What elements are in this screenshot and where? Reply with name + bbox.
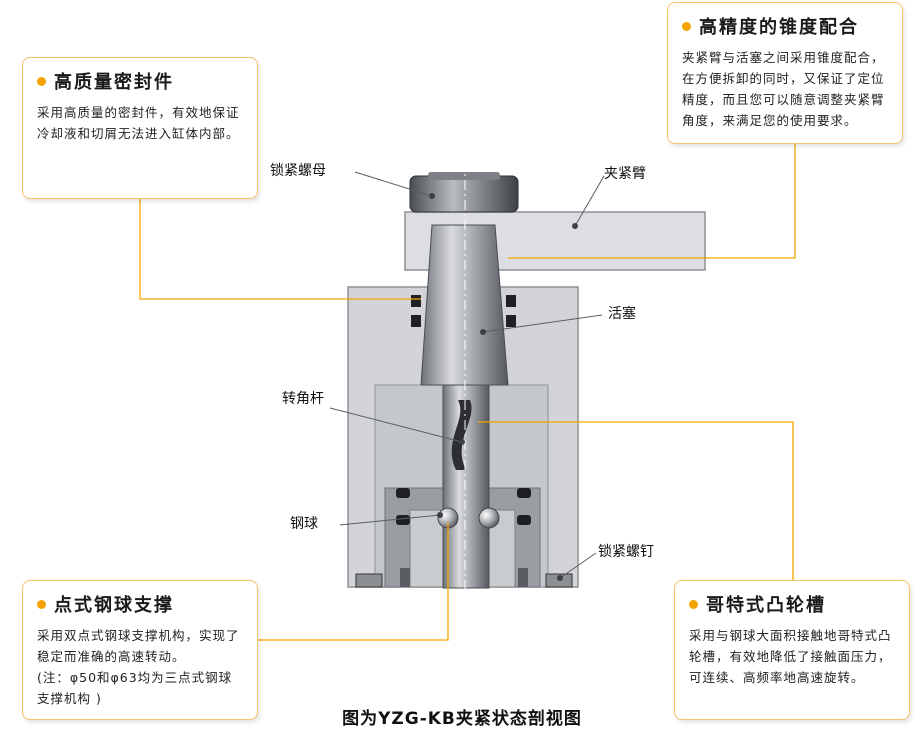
gray-leaders xyxy=(329,171,605,579)
label-lock-screw: 锁紧螺钉 xyxy=(598,544,654,560)
cam-groove xyxy=(451,400,472,470)
orange-leaders xyxy=(139,140,796,641)
bullet-dot-icon xyxy=(37,76,46,86)
callout-taper-title: 高精度的锥度配合 xyxy=(682,13,888,39)
callout-seal-body: 采用高质量的密封件，有效地保证冷却液和切屑无法进入缸体内部。 xyxy=(37,105,240,141)
callout-cam-body: 采用与钢球大面积接触地哥特式凸轮槽，有效地降低了接触面压力，可连续、高频率地高速… xyxy=(689,628,892,685)
callout-ball-title: 点式钢球支撑 xyxy=(37,591,243,617)
bullet-dot-icon xyxy=(682,21,691,31)
bullet-dot-icon xyxy=(689,599,698,609)
leader-dots xyxy=(429,193,578,581)
callout-cam: 哥特式凸轮槽 采用与钢球大面积接触地哥特式凸轮槽，有效地降低了接触面压力，可连续… xyxy=(674,580,910,720)
label-lock-nut: 锁紧螺母 xyxy=(270,163,326,179)
callout-cam-title: 哥特式凸轮槽 xyxy=(689,591,895,617)
bullet-dot-icon xyxy=(37,599,46,609)
callout-seal-title: 高质量密封件 xyxy=(37,68,243,94)
steel-ball-right xyxy=(478,507,500,529)
figure-caption: 图为YZG-KB夹紧状态剖视图 xyxy=(342,709,582,729)
callout-ball: 点式钢球支撑 采用双点式钢球支撑机构，实现了稳定而准确的高速转动。 (注：φ50… xyxy=(22,580,258,720)
label-steel-ball: 钢球 xyxy=(290,516,318,532)
lower-seals xyxy=(396,488,531,525)
callout-taper: 高精度的锥度配合 夹紧臂与活塞之间采用锥度配合，在方便拆卸的同时，又保证了定位精… xyxy=(667,2,903,144)
callout-seal: 高质量密封件 采用高质量的密封件，有效地保证冷却液和切屑无法进入缸体内部。 xyxy=(22,57,258,199)
callout-ball-text: 采用双点式钢球支撑机构，实现了稳定而准确的高速转动。 xyxy=(37,628,240,664)
callout-ball-body: 采用双点式钢球支撑机构，实现了稳定而准确的高速转动。 (注：φ50和φ63均为三… xyxy=(37,625,243,709)
callout-ball-note: (注：φ50和φ63均为三点式钢球支撑机构 ) xyxy=(37,670,233,706)
callout-taper-body: 夹紧臂与活塞之间采用锥度配合，在方便拆卸的同时，又保证了定位精度，而且您可以随意… xyxy=(682,50,885,128)
label-clamp-arm: 夹紧臂 xyxy=(604,166,646,182)
label-rotating-rod: 转角杆 xyxy=(282,391,324,407)
upper-seals xyxy=(411,295,516,327)
label-piston: 活塞 xyxy=(608,306,636,322)
